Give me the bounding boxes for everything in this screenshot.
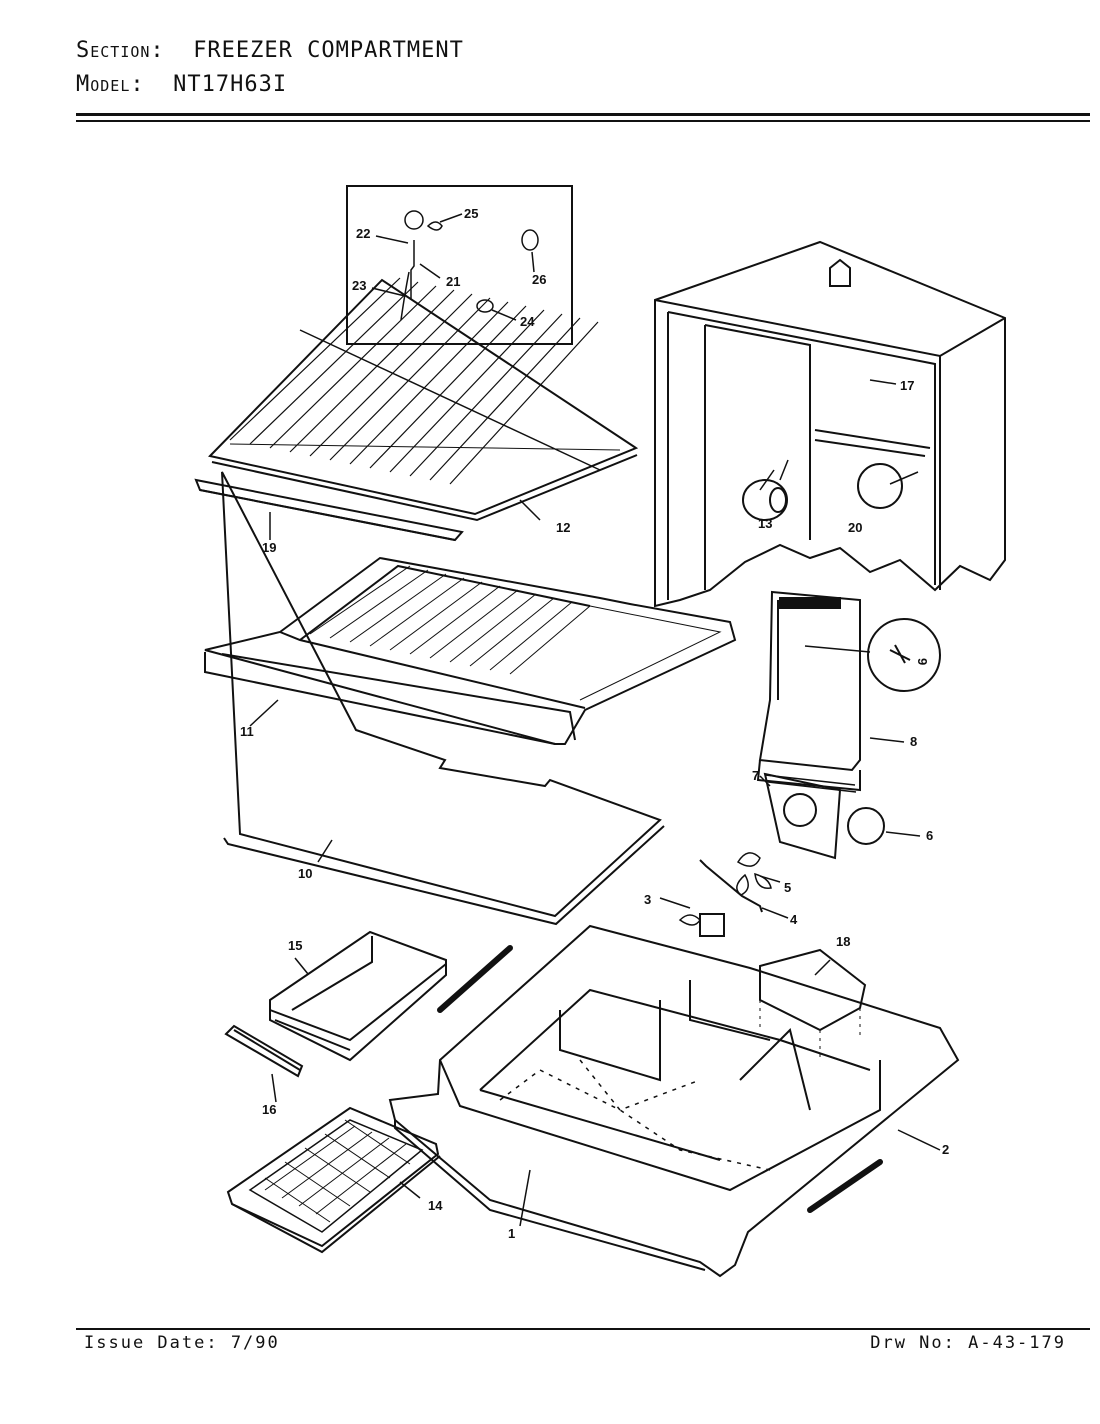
section-value: FREEZER COMPARTMENT [193, 38, 464, 63]
model-value: NT17H63I [173, 72, 288, 97]
drawing-number: Drw No: A-43-179 [870, 1333, 1066, 1353]
freezer-cabinet [654, 240, 1006, 608]
ice-tray [226, 1106, 441, 1254]
foam-block [759, 948, 867, 1032]
fan-blade [736, 852, 772, 896]
screw [889, 644, 911, 664]
grommet [476, 299, 494, 313]
model-heading: Model: NT17H63I [76, 72, 287, 97]
shelf-front-trim [194, 478, 464, 542]
leader-lines [249, 213, 941, 1227]
fan-motor [847, 807, 885, 845]
callout-24: 24 [520, 314, 535, 329]
cabinet-light-socket [829, 258, 851, 287]
callout-6: 6 [926, 828, 933, 843]
callout-9: 9 [915, 658, 930, 665]
model-label: Model: [76, 72, 145, 97]
callout-8: 8 [910, 734, 917, 749]
freezer-pan [269, 930, 447, 1062]
defrost-thermostat [699, 913, 725, 937]
section-label: Section: [76, 38, 165, 63]
callout-11: 11 [240, 724, 254, 739]
callout-labels: 22 25 21 23 26 24 12 19 11 10 15 16 14 1… [240, 206, 949, 1241]
footer-rule [76, 1328, 1090, 1330]
callout-14: 14 [428, 1198, 443, 1213]
bulb-socket [426, 221, 443, 231]
fan-bracket [763, 772, 842, 860]
light-bulb [404, 210, 424, 230]
callout-19: 19 [262, 540, 276, 555]
side-gasket-right [807, 1159, 883, 1213]
callout-16: 16 [262, 1102, 276, 1117]
callout-12: 12 [556, 520, 570, 535]
callout-17: 17 [900, 378, 914, 393]
motor-bracket [699, 859, 763, 913]
evaporator-cover [756, 590, 861, 793]
callout-22: 22 [356, 226, 370, 241]
section-heading: Section: FREEZER COMPARTMENT [76, 38, 464, 63]
divider-panel [221, 471, 665, 926]
callout-7: 7 [752, 768, 759, 783]
fan-motor-mount [783, 793, 817, 827]
callout-25: 25 [464, 206, 478, 221]
light-shield [521, 229, 539, 251]
pan-rail [224, 1024, 304, 1078]
freezer-shelf-tray [204, 556, 737, 745]
issue-date: Issue Date: 7/90 [84, 1333, 280, 1353]
callout-5: 5 [784, 880, 791, 895]
header-rule-thin [76, 120, 1090, 122]
cabinet-plug [742, 479, 788, 521]
callout-3: 3 [644, 892, 651, 907]
evaporator-housing [388, 924, 960, 1278]
callout-20: 20 [848, 520, 862, 535]
header-rule-thick [76, 113, 1090, 116]
light-assembly-inset [346, 185, 573, 345]
shelf-support [857, 463, 903, 509]
wire-shelf [208, 277, 639, 522]
callout-10: 10 [298, 866, 312, 881]
light-switch [410, 240, 415, 300]
callout-2: 2 [942, 1142, 949, 1157]
callout-15: 15 [288, 938, 302, 953]
side-gasket-left [437, 945, 513, 1013]
screw-detail-circle [867, 618, 941, 692]
callout-4: 4 [790, 912, 798, 927]
callout-13: 13 [758, 516, 772, 531]
fan-assembly [678, 772, 885, 937]
callout-26: 26 [532, 272, 546, 287]
callout-21: 21 [446, 274, 460, 289]
callout-1: 1 [508, 1226, 515, 1241]
callout-23: 23 [352, 278, 366, 293]
callout-18: 18 [836, 934, 850, 949]
